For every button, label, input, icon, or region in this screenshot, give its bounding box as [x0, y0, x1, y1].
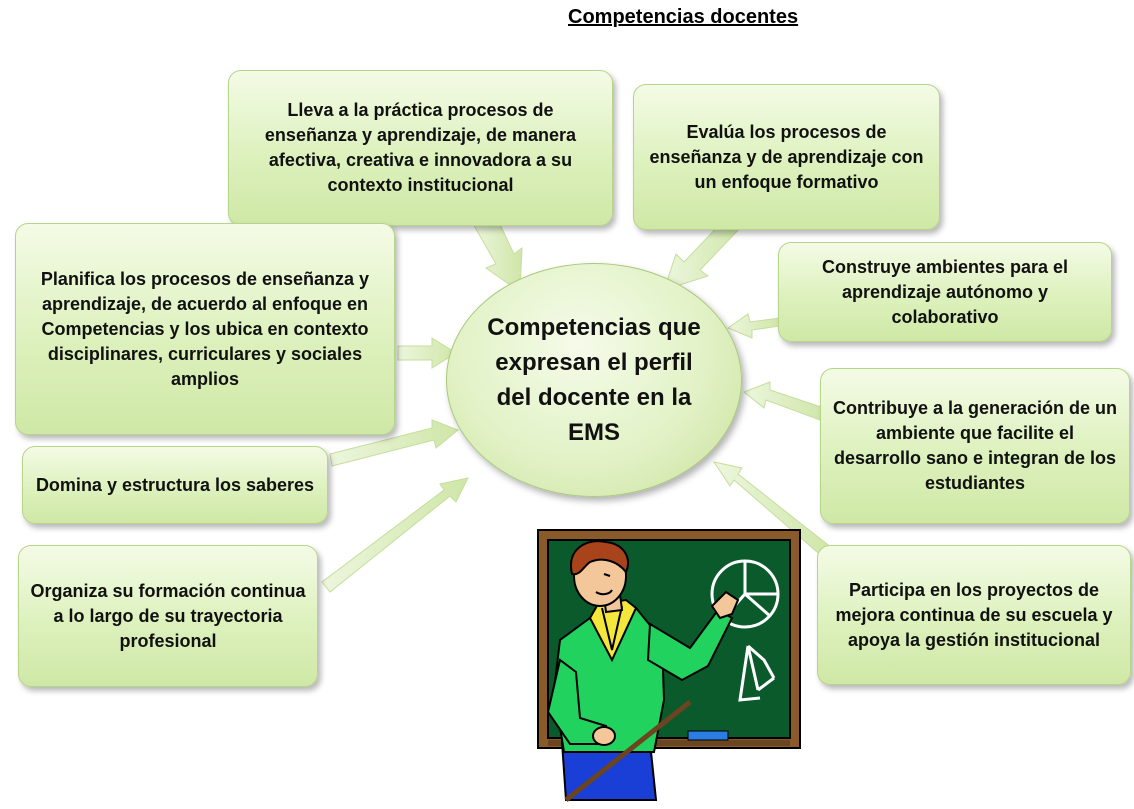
- arrow-contribuye: [743, 381, 825, 421]
- diagram-title: Competencias docentes: [568, 6, 799, 28]
- arrow-planifica: [397, 337, 457, 369]
- box-construye: Construye ambientes para el aprendizaje …: [778, 242, 1112, 342]
- box-domina-text: Domina y estructura los saberes: [35, 474, 315, 495]
- box-practica: Lleva a la práctica procesos de enseñanz…: [228, 70, 613, 226]
- box-participa-text: Participa en los proyectos de mejora con…: [835, 579, 1113, 650]
- central-concept: Competencias que expresan el perfil del …: [446, 263, 742, 497]
- arrow-domina: [329, 419, 459, 467]
- box-construye-text: Construye ambientes para el aprendizaje …: [821, 256, 1069, 327]
- box-evalua-text: Evalúa los procesos de enseñanza y de ap…: [649, 121, 924, 192]
- arrow-participa: [712, 461, 833, 559]
- box-practica-text: Lleva a la práctica procesos de enseñanz…: [264, 100, 577, 195]
- arrow-construye: [726, 313, 781, 339]
- box-contribuye-text: Contribuye a la generación de un ambient…: [832, 398, 1118, 493]
- arrow-evalua: [663, 221, 746, 291]
- box-contribuye: Contribuye a la generación de un ambient…: [820, 368, 1130, 524]
- box-domina: Domina y estructura los saberes: [22, 446, 328, 524]
- box-planifica: Planifica los procesos de enseñanza y ap…: [15, 223, 395, 435]
- box-organiza-text: Organiza su formación continua a lo larg…: [30, 580, 306, 651]
- box-evalua: Evalúa los procesos de enseñanza y de ap…: [633, 84, 940, 230]
- arrow-organiza: [321, 477, 469, 593]
- box-participa: Participa en los proyectos de mejora con…: [817, 545, 1131, 685]
- box-planifica-text: Planifica los procesos de enseñanza y ap…: [40, 268, 370, 389]
- box-organiza: Organiza su formación continua a lo larg…: [18, 545, 318, 687]
